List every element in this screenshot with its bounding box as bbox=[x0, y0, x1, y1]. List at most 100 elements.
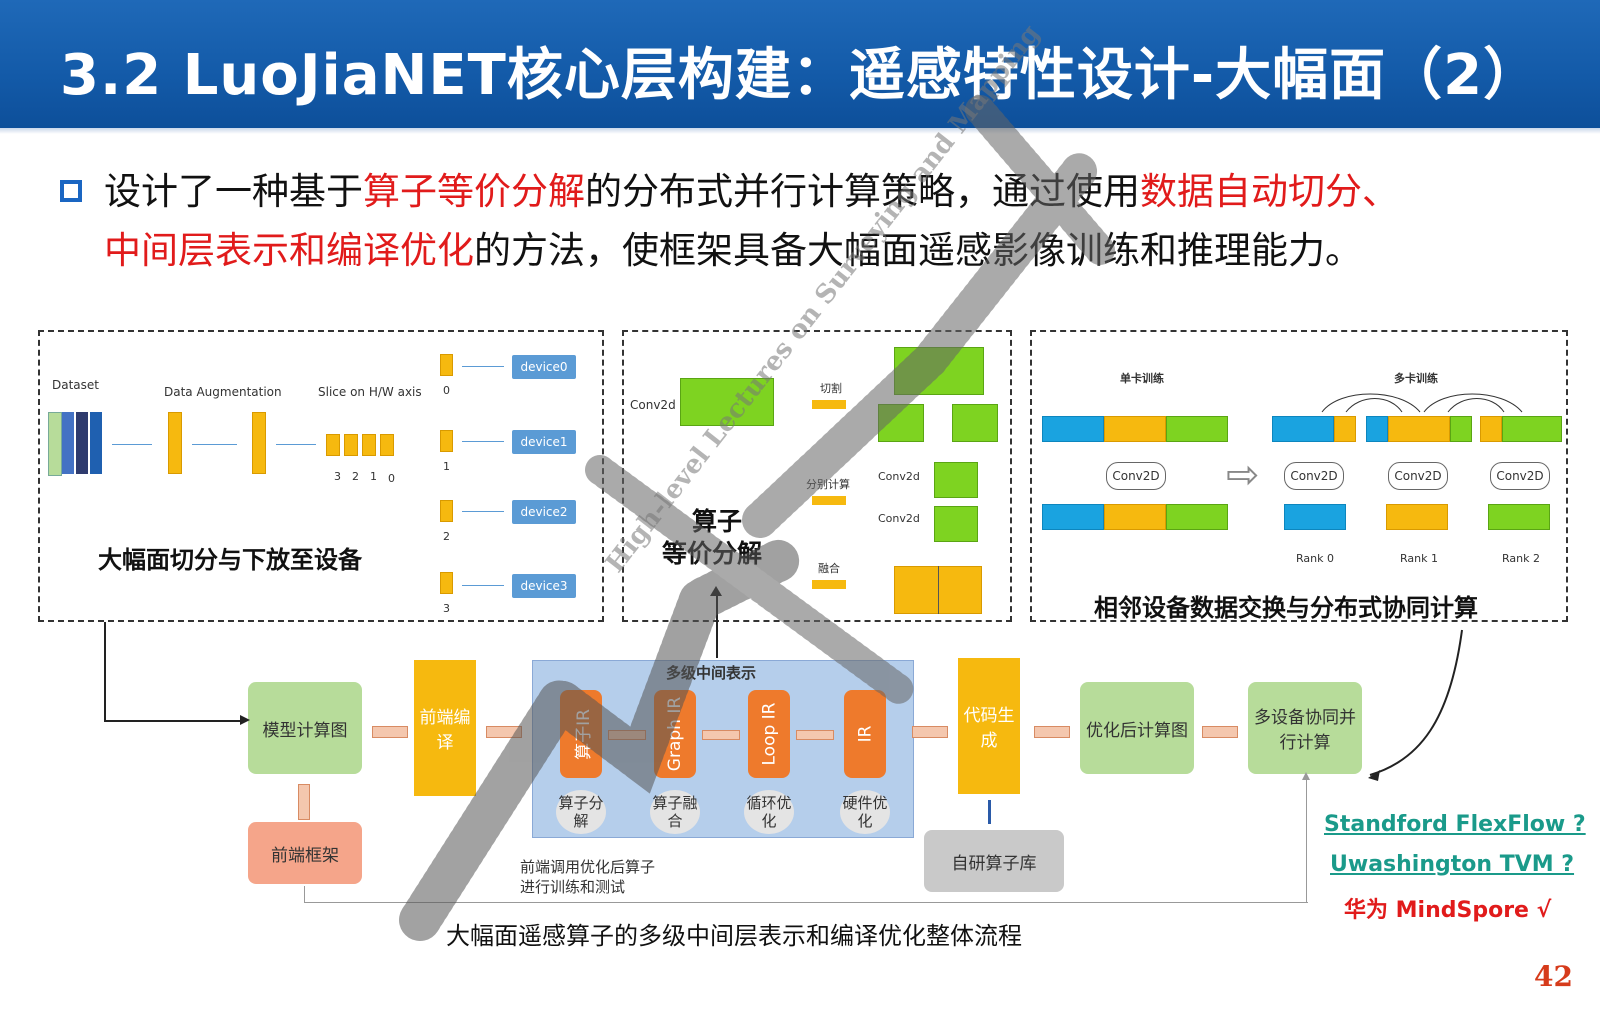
halo-slice bbox=[1450, 416, 1472, 442]
tensor-slice bbox=[1042, 416, 1104, 442]
slice-index: 0 bbox=[443, 384, 450, 397]
slice-block bbox=[440, 354, 453, 376]
slice-block bbox=[380, 434, 394, 456]
output-slice bbox=[1284, 504, 1346, 530]
dataset-layer bbox=[90, 412, 102, 474]
flow-arrow bbox=[192, 444, 237, 445]
slice-block bbox=[440, 500, 453, 522]
hw-opt-node: 硬件优化 bbox=[840, 790, 890, 834]
result-block bbox=[934, 462, 978, 498]
device-2: device2 bbox=[512, 500, 576, 524]
slice-block bbox=[344, 434, 358, 456]
conv-node: Conv2D bbox=[1388, 462, 1448, 490]
up-arrow bbox=[988, 800, 991, 824]
slice-index: 1 bbox=[443, 460, 450, 473]
bullet-text: 的方法，使框架具备大幅面遥感影像训练和推理能力。 bbox=[474, 229, 1362, 272]
halo-slice bbox=[1334, 416, 1356, 442]
connector-line bbox=[104, 622, 106, 722]
flow-arrow bbox=[462, 366, 504, 367]
feedback-line bbox=[304, 886, 305, 902]
cut-label: 切割 bbox=[820, 382, 842, 395]
connector-line bbox=[104, 720, 244, 722]
slice-number: 1 bbox=[370, 470, 377, 483]
fuse-arrow bbox=[812, 580, 846, 589]
rank-label: Rank 2 bbox=[1502, 552, 1540, 565]
op-ir-box: 算子IR bbox=[560, 690, 602, 778]
loop-ir-box: Loop IR bbox=[748, 690, 790, 778]
bullet-text: 的分布式并行计算策略，通过使用 bbox=[585, 170, 1140, 213]
dataset-layer bbox=[62, 412, 74, 474]
op-library-box: 自研算子库 bbox=[924, 830, 1064, 892]
frontend-call-note: 前端调用优化后算子 bbox=[520, 858, 656, 876]
right-arrow bbox=[608, 730, 646, 740]
slice-block bbox=[440, 572, 453, 594]
hw-ir-box: IR bbox=[844, 690, 886, 778]
slice-label: Slice on H/W axis bbox=[318, 385, 422, 399]
frontend-framework-box: 前端框架 bbox=[248, 822, 362, 884]
optimized-graph-box: 优化后计算图 bbox=[1080, 682, 1194, 774]
dataset-layer bbox=[76, 412, 88, 474]
title-bar bbox=[0, 0, 1600, 128]
augmented-image bbox=[168, 412, 182, 474]
conv-node: Conv2D bbox=[1106, 462, 1166, 490]
stanford-label: Standford FlexFlow ? bbox=[1324, 812, 1586, 837]
graph-ir-box: Graph IR bbox=[654, 690, 696, 778]
conv-node: Conv2D bbox=[1284, 462, 1344, 490]
dataset-label: Dataset bbox=[52, 378, 99, 392]
curve-arrow bbox=[1369, 629, 1463, 776]
feedback-line bbox=[1306, 780, 1307, 902]
augmented-image bbox=[252, 412, 266, 474]
tensor-slice bbox=[1104, 416, 1166, 442]
frontend-compile-box: 前端编译 bbox=[414, 660, 476, 796]
slice-number: 0 bbox=[388, 472, 395, 485]
slice-block bbox=[440, 430, 453, 452]
slice-number: 2 bbox=[352, 470, 359, 483]
slice-block bbox=[326, 434, 340, 456]
conv2d-label: Conv2d bbox=[878, 512, 920, 525]
slice-index: 2 bbox=[443, 530, 450, 543]
arrow-head bbox=[1368, 770, 1380, 781]
device-3: device3 bbox=[512, 574, 576, 598]
bullet-highlight: 中间层表示和编译优化 bbox=[104, 229, 474, 272]
halo-slice bbox=[1366, 416, 1388, 442]
hw-ir-label: IR bbox=[854, 725, 875, 743]
arrow-right-icon: ⇨ bbox=[1226, 452, 1260, 498]
feedback-line bbox=[304, 902, 1308, 903]
tensor-slice bbox=[1388, 416, 1450, 442]
result-block bbox=[934, 506, 978, 542]
slice-block bbox=[362, 434, 376, 456]
augmentation-label: Data Augmentation bbox=[164, 385, 282, 399]
split-block bbox=[952, 404, 998, 442]
multi-device-box: 多设备协同并行计算 bbox=[1248, 682, 1362, 774]
decomposition-caption: 算子 bbox=[692, 507, 743, 536]
slice-number: 3 bbox=[334, 470, 341, 483]
right-arrow bbox=[1202, 726, 1238, 738]
bullet-square-icon bbox=[60, 180, 82, 202]
page-number: 42 bbox=[1534, 960, 1573, 993]
bullet-line-2: 中间层表示和编译优化的方法，使框架具备大幅面遥感影像训练和推理能力。 bbox=[104, 229, 1362, 273]
device-1: device1 bbox=[512, 430, 576, 454]
output-slice bbox=[1488, 504, 1550, 530]
tensor-slice bbox=[1042, 504, 1104, 530]
op-fuse-node: 算子融合 bbox=[650, 790, 700, 834]
device-0: device0 bbox=[512, 355, 576, 379]
conv-node: Conv2D bbox=[1490, 462, 1550, 490]
right-arrow bbox=[796, 730, 834, 740]
tensor-slice bbox=[1166, 504, 1228, 530]
bullet-text: 设计了一种基于 bbox=[104, 170, 363, 213]
flow-arrow bbox=[462, 441, 504, 442]
exchange-caption: 相邻设备数据交换与分布式协同计算 bbox=[1094, 594, 1478, 622]
frontend-call-note: 进行训练和测试 bbox=[520, 878, 626, 896]
flow-arrow bbox=[276, 444, 316, 445]
bullet-line-1: 设计了一种基于算子等价分解的分布式并行计算策略，通过使用数据自动切分、 bbox=[104, 170, 1399, 214]
conv2d-label: Conv2d bbox=[630, 398, 676, 412]
conv2d-label: Conv2d bbox=[878, 470, 920, 483]
cut-arrow bbox=[812, 400, 846, 409]
right-arrow bbox=[702, 730, 740, 740]
flow-arrow bbox=[112, 444, 152, 445]
tensor-slice bbox=[1104, 504, 1166, 530]
codegen-box: 代码生成 bbox=[958, 658, 1020, 794]
up-arrow bbox=[298, 784, 310, 820]
tensor-slice bbox=[1272, 416, 1334, 442]
connector-line bbox=[716, 590, 718, 658]
